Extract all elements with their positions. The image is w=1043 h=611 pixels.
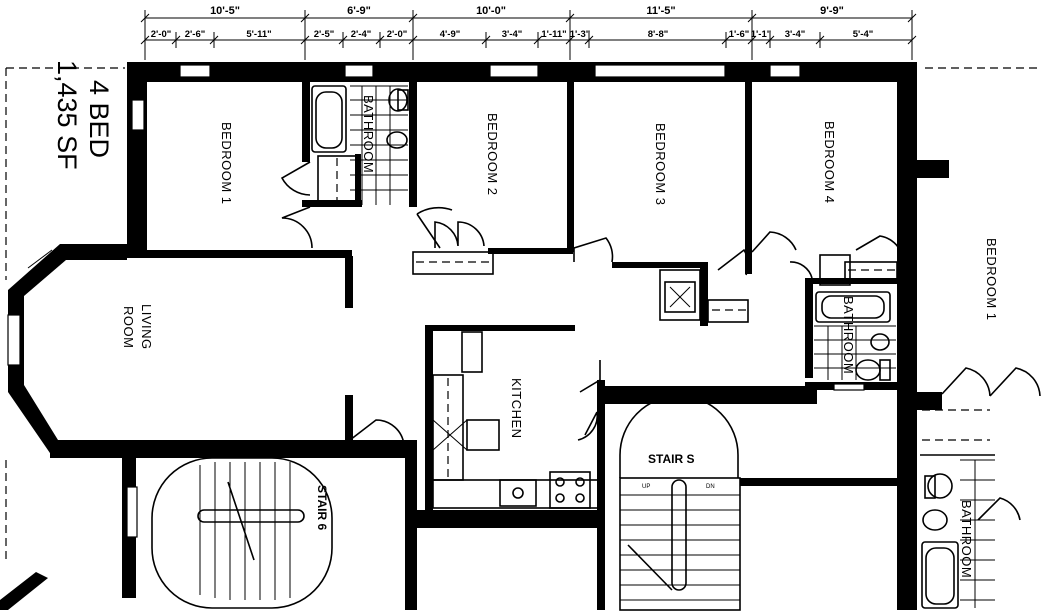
dimension-strings: 10'-5" 6'-9" 10'-0" 11'-5" 9'-9" 2'-0" 2… [140,5,917,60]
dim-seg-1: 2'-0" [151,29,172,40]
stair-up-mark: UP [642,484,650,490]
dim-seg-14: 3'-4" [785,29,806,40]
unit-bedroom-count: 4 BED [84,80,114,158]
bathroom-c-fixtures [921,459,995,609]
dim-seg-11: 8'-8" [648,29,669,40]
room-bedroom-1-adjacent: BEDROOM 1 [984,238,999,321]
room-bedroom-4: BEDROOM 4 [822,121,837,204]
stair-6-label: STAIR 6 [315,485,329,530]
bathroom-a-fixtures [311,85,409,205]
stair-down-mark: DN [706,484,715,490]
room-living-line-2: ROOM [121,306,136,348]
dim-seg-13: 1'-1" [751,29,772,40]
closets [317,155,995,456]
stair-6: STAIR 6 [151,457,333,609]
dim-seg-10: 1'-3" [570,29,591,40]
dim-overall-3: 10'-0" [476,5,506,17]
doors [280,161,1041,521]
dim-seg-8: 3'-4" [502,29,523,40]
dim-seg-5: 2'-4" [351,29,372,40]
stair-s: STAIR S UP DN [619,395,741,611]
kitchen-fixtures [432,281,696,509]
dim-seg-7: 4'-9" [440,29,461,40]
dim-overall-2: 6'-9" [347,5,371,17]
property-lines [5,67,1040,560]
dim-overall-1: 10'-5" [210,5,240,17]
room-bedroom-2: BEDROOM 2 [485,113,500,196]
dim-seg-2: 2'-6" [185,29,206,40]
windows [7,64,865,538]
dim-seg-6: 2'-0" [387,29,408,40]
dim-overall-4: 11'-5" [646,5,675,17]
stair-s-label: STAIR S [648,452,694,466]
room-bathroom-c: BATHROOM [959,500,974,578]
room-bedroom-1: BEDROOM 1 [219,122,234,205]
dim-seg-3: 5'-11" [246,29,271,40]
dim-overall-5: 9'-9" [820,5,844,17]
dim-seg-15: 5'-4" [853,29,874,40]
room-living-line-1: LIVING [139,304,154,350]
room-bedroom-3: BEDROOM 3 [653,123,668,206]
bathroom-b-fixtures [814,291,896,381]
dim-seg-9: 1'-11" [541,29,566,40]
room-bathroom-b: BATHROOM [841,296,856,374]
room-bathroom-a: BATHROOM [361,95,376,173]
dim-seg-4: 2'-5" [314,29,335,40]
unit-area: 1,435 SF [52,60,82,170]
room-kitchen: KITCHEN [509,378,524,439]
dim-seg-12: 1'-6" [729,29,750,40]
